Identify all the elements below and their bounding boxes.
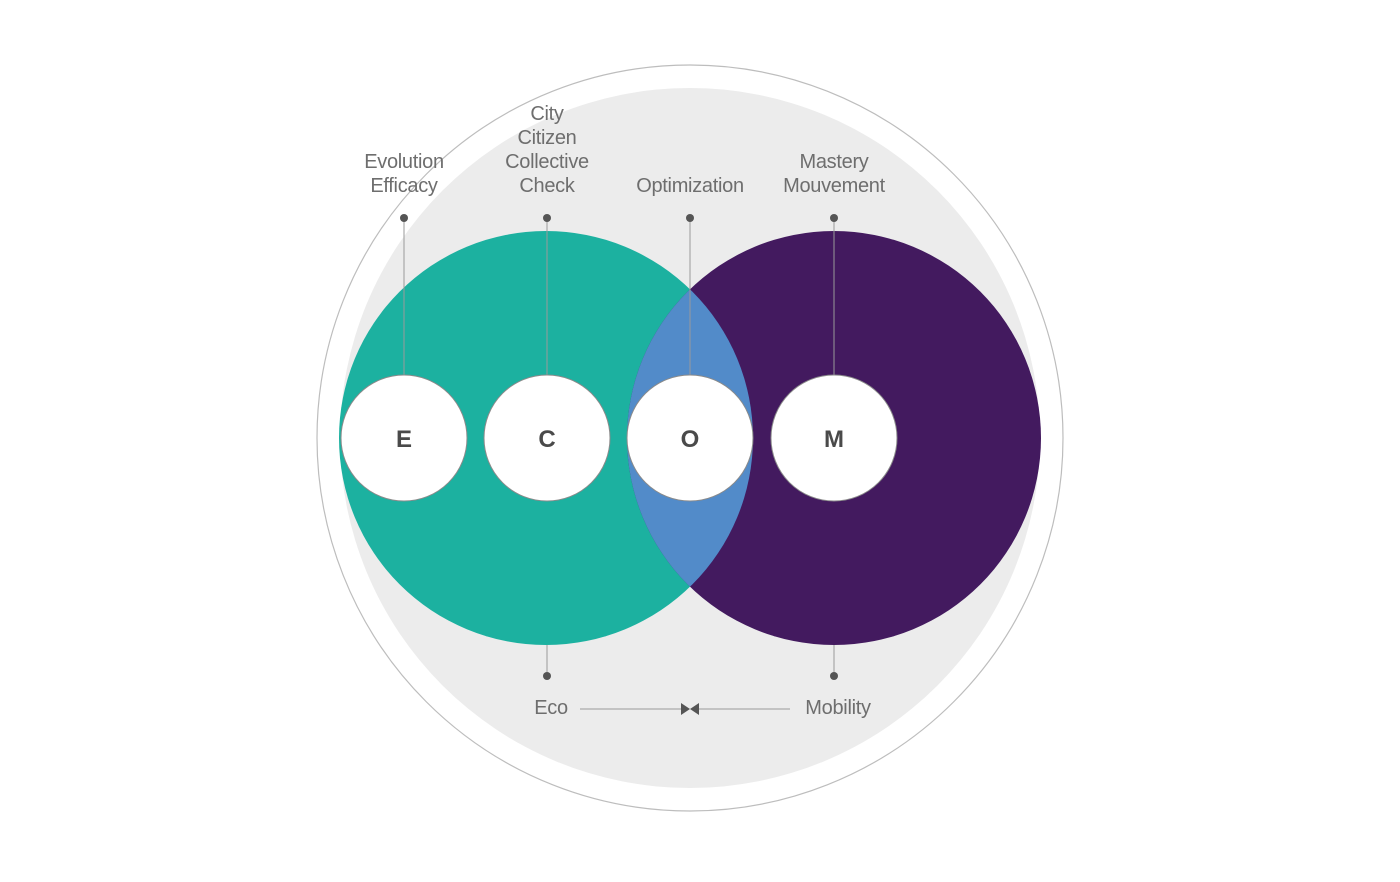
node-e: E (340, 374, 468, 502)
label-e-line2: Efficacy (370, 175, 438, 197)
label-m-line2: Mouvement (783, 175, 886, 197)
node-c-letter: C (538, 426, 555, 453)
node-m: M (770, 374, 898, 502)
leader-dot-e (400, 214, 408, 222)
arrowhead-left-icon (690, 703, 699, 715)
arrowhead-right-icon (681, 703, 690, 715)
leader-dot-eco (543, 672, 551, 680)
leader-dot-o (686, 214, 694, 222)
node-e-letter: E (396, 426, 412, 453)
label-m-line1: Mastery (799, 151, 868, 173)
label-c-line1: City (530, 103, 564, 125)
leader-dot-m (830, 214, 838, 222)
leader-dot-mobility (830, 672, 838, 680)
label-mobility: Mobility (805, 697, 871, 719)
label-c-line2: Citizen (517, 127, 576, 149)
label-c-line4: Check (519, 175, 575, 197)
node-m-letter: M (824, 426, 844, 453)
label-eco: Eco (534, 697, 568, 719)
node-c-circle (483, 374, 611, 502)
label-e-line1: Evolution (364, 151, 444, 173)
node-o-letter: O (681, 426, 700, 453)
node-e-circle (340, 374, 468, 502)
node-o: O (626, 374, 754, 502)
label-c-line3: Collective (505, 151, 589, 173)
leader-dot-c (543, 214, 551, 222)
node-m-circle (770, 374, 898, 502)
label-o-line1: Optimization (636, 175, 744, 197)
node-o-circle (626, 374, 754, 502)
node-c: C (483, 374, 611, 502)
